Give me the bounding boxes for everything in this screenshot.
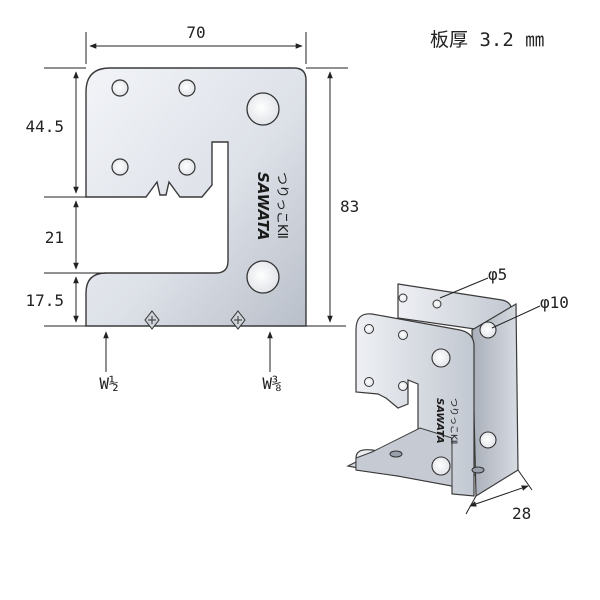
hole-small-3 [111,158,129,176]
dim-depth-label: 28 [512,504,531,523]
plate-outline [85,67,307,327]
bolt-mark-left-icon [144,310,160,330]
iso-callouts [439,277,541,515]
iso-product-model: つりっこKⅡ [448,398,459,444]
hole-large-2 [246,260,280,294]
hole-large-label: φ10 [540,293,569,312]
bolt-right-label: W⅜ [262,374,281,393]
hole-small-label: φ5 [488,265,507,284]
dim-lower-label: 17.5 [25,291,64,310]
hole-small-2 [178,79,196,97]
hole-small-1 [111,79,129,97]
dim-slot-label: 21 [45,228,64,247]
bolt-mark-right-icon [230,310,246,330]
hole-small-4 [178,158,196,176]
bolt-left-label: W½ [99,374,118,393]
plate-front-view: SAWATA つりっこKⅡ [85,67,307,330]
hole-large-1 [246,92,280,126]
dim-width-label: 70 [186,23,205,42]
dim-height-label: 83 [340,197,359,216]
dimension-lines [44,32,348,372]
svg-text:つりっこKⅡ: つりっこKⅡ [274,172,289,239]
iso-product-logo: SAWATA [434,398,445,444]
dim-upper-label: 44.5 [25,117,64,136]
svg-text:SAWATA: SAWATA [254,172,272,240]
product-model-label: つりっこKⅡ [274,172,289,239]
bracket-isometric-view: SAWATA つりっこKⅡ [346,283,519,498]
product-logo: SAWATA [254,172,272,240]
plate-thickness-label: 板厚 3.2 ㎜ [430,29,544,51]
